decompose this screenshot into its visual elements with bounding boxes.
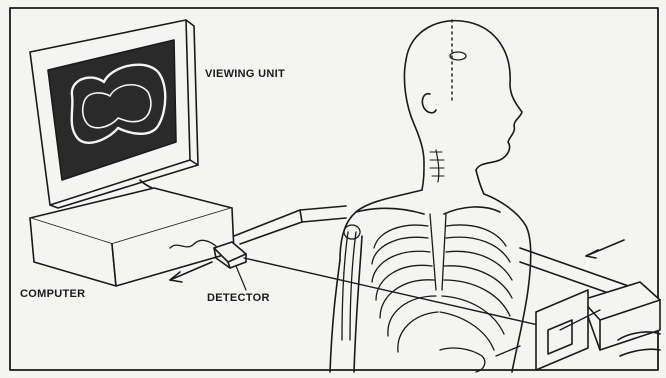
computer-label: COMPUTER bbox=[20, 288, 85, 300]
scanner-gantry bbox=[234, 206, 660, 356]
computer-unit bbox=[30, 188, 234, 286]
arrow-rotation bbox=[586, 240, 624, 258]
viewing-unit-monitor bbox=[30, 20, 198, 208]
patient-figure bbox=[330, 20, 531, 372]
viewing-unit-label: VIEWING UNIT bbox=[205, 68, 285, 80]
detector-device bbox=[214, 242, 246, 290]
detector-label: DETECTOR bbox=[207, 292, 270, 304]
